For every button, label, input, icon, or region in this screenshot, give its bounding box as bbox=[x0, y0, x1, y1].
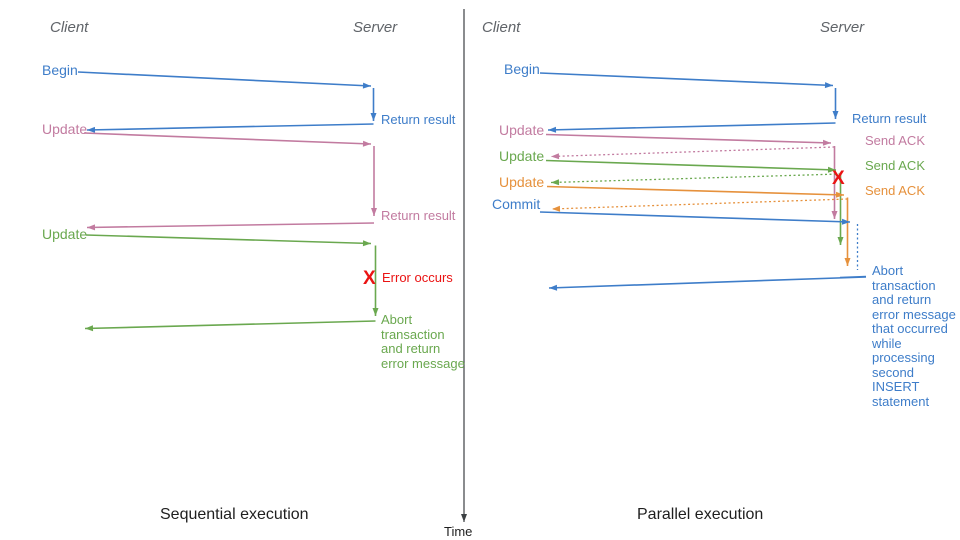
arrow-r-update1-process bbox=[831, 146, 838, 219]
arrowhead-l-update1-send bbox=[362, 140, 371, 147]
label-return-result-1-left: Return result bbox=[381, 112, 456, 127]
label-server-left: Server bbox=[353, 19, 398, 36]
arrowhead-r-ack1 bbox=[551, 153, 560, 160]
arrowhead-r-ack3 bbox=[552, 205, 561, 212]
arrow-r-ack2 bbox=[550, 173, 841, 186]
arrowhead-l-return-2 bbox=[87, 224, 96, 231]
label-abort-right: Abort transaction and return error messa… bbox=[872, 263, 956, 409]
label-return-result-2-left: Return result bbox=[381, 208, 456, 223]
label-send-ack-1: Send ACK bbox=[865, 133, 925, 148]
arrowhead-r-update1-send bbox=[822, 139, 831, 146]
arrowhead-r-abort-return bbox=[549, 284, 558, 291]
arrow-r-ack3 bbox=[551, 198, 848, 212]
arrowhead-l-begin-process bbox=[370, 113, 377, 121]
arrowhead-l-update2-send bbox=[362, 240, 371, 247]
label-time-label: Time bbox=[444, 524, 473, 539]
arrowhead-l-begin-send bbox=[362, 82, 371, 89]
arrowhead-r-commit-send bbox=[841, 218, 850, 225]
arrow-r-update3-send bbox=[546, 185, 845, 198]
arrow-l-return-2 bbox=[86, 222, 375, 231]
arrow-l-update1-send bbox=[83, 132, 372, 147]
arrowhead-l-abort-return bbox=[85, 325, 94, 332]
arrowhead-r-begin-process bbox=[832, 111, 839, 119]
arrow-r-update2-send bbox=[545, 159, 837, 173]
arrowhead-r-update2-process bbox=[837, 237, 844, 245]
arrowhead-r-update3-send bbox=[835, 191, 844, 198]
label-begin-left: Begin bbox=[42, 62, 78, 78]
arrow-r-begin-send bbox=[539, 72, 834, 89]
label-client-right: Client bbox=[482, 19, 521, 36]
label-commit-right: Commit bbox=[492, 196, 541, 212]
arrow-l-return-1 bbox=[86, 123, 374, 133]
arrow-l-update2-send bbox=[85, 234, 372, 247]
label-begin-right: Begin bbox=[504, 61, 540, 77]
arrowhead-l-return-1 bbox=[87, 126, 96, 133]
arrow-l-update1-process bbox=[371, 146, 377, 216]
arrowhead-l-update2-process bbox=[372, 308, 379, 316]
arrowhead-r-ack2 bbox=[551, 179, 560, 186]
label-client-left: Client bbox=[50, 19, 89, 36]
label-update-3-right: Update bbox=[499, 174, 545, 190]
label-error-occurs-left: Error occurs bbox=[382, 270, 453, 285]
label-return-result-right: Return result bbox=[852, 111, 927, 126]
label-update-2-left: Update bbox=[42, 226, 88, 242]
arrowhead-r-update1-process bbox=[831, 211, 838, 219]
label-update-2-right: Update bbox=[499, 148, 545, 164]
label-update-1-left: Update bbox=[42, 121, 88, 137]
label-caption-sequential: Sequential execution bbox=[160, 506, 309, 523]
arrow-l-begin-send bbox=[77, 71, 372, 89]
arrow-l-update2-process bbox=[372, 245, 379, 316]
arrow-r-begin-process bbox=[832, 88, 839, 119]
label-error-x-left: X bbox=[363, 268, 376, 289]
arrow-r-return-result bbox=[547, 122, 836, 133]
label-update-1-right: Update bbox=[499, 122, 545, 138]
arrow-r-update1-send bbox=[545, 133, 832, 146]
label-server-right: Server bbox=[820, 19, 865, 36]
arrow-r-update2-process bbox=[837, 172, 844, 245]
arrowhead-l-update1-process bbox=[371, 208, 377, 216]
arrow-r-ack1 bbox=[550, 146, 835, 160]
arrowhead-r-update2-send bbox=[827, 166, 836, 173]
arrow-l-begin-process bbox=[370, 88, 377, 121]
arrowhead-r-begin-send bbox=[824, 82, 833, 89]
arrow-l-abort-return bbox=[84, 320, 376, 332]
arrowhead-r-update3-process bbox=[844, 258, 851, 266]
arrow-r-commit-send bbox=[539, 211, 851, 225]
label-abort-left: Abort transaction and return error messa… bbox=[381, 312, 465, 371]
arrow-timeline bbox=[461, 9, 467, 522]
label-send-ack-3: Send ACK bbox=[865, 183, 925, 198]
label-send-ack-2: Send ACK bbox=[865, 158, 925, 173]
label-error-x-right: X bbox=[832, 168, 845, 189]
arrow-r-abort-return bbox=[548, 276, 867, 291]
arrow-r-update3-process bbox=[844, 197, 851, 266]
arrowhead-r-return-result bbox=[548, 126, 557, 133]
arrowhead-timeline bbox=[461, 514, 467, 522]
label-caption-parallel: Parallel execution bbox=[637, 506, 764, 523]
